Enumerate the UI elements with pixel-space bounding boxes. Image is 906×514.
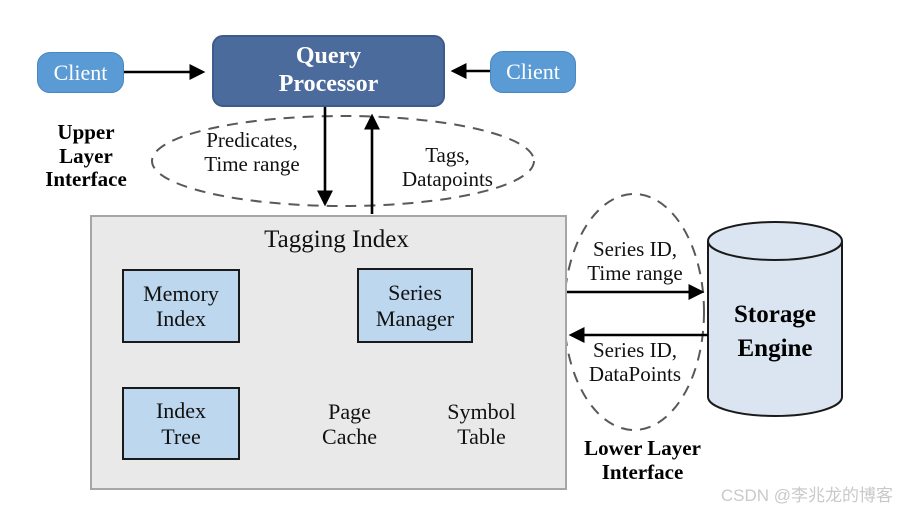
page-cache-label: Page Cache [322, 399, 377, 449]
series-manager-box: Series Manager [357, 268, 473, 343]
client-box-right: Client [490, 51, 576, 93]
csdn-watermark: CSDN @李兆龙的博客 [720, 486, 893, 505]
memory-index-box: Memory Index [122, 269, 240, 343]
series-result-flow-label: Series ID, DataPoints [588, 338, 682, 386]
upper-layer-interface-label: Upper Layer Interface [45, 120, 127, 192]
symbol-table-label: Symbol Table [447, 399, 516, 449]
lower-layer-interface-label: Lower Layer Interface [584, 436, 701, 484]
query-processor-line2: Processor [278, 71, 379, 97]
storage-engine-label: Storage Engine [734, 301, 816, 362]
tags-flow-label: Tags, Datapoints [402, 143, 493, 191]
index-tree-box: Index Tree [122, 387, 240, 460]
client-box-left: Client [37, 52, 124, 93]
upper-interface-ellipse [151, 115, 535, 207]
predicates-flow-label: Predicates, Time range [204, 128, 300, 176]
series-query-flow-label: Series ID, Time range [587, 237, 683, 285]
storage-engine-cylinder [707, 221, 843, 417]
query-processor-line1: Query [295, 43, 362, 70]
tagging-index-title: Tagging Index [264, 226, 409, 253]
query-processor-box: Query Processor [212, 35, 445, 107]
lower-interface-ellipse [563, 193, 705, 431]
